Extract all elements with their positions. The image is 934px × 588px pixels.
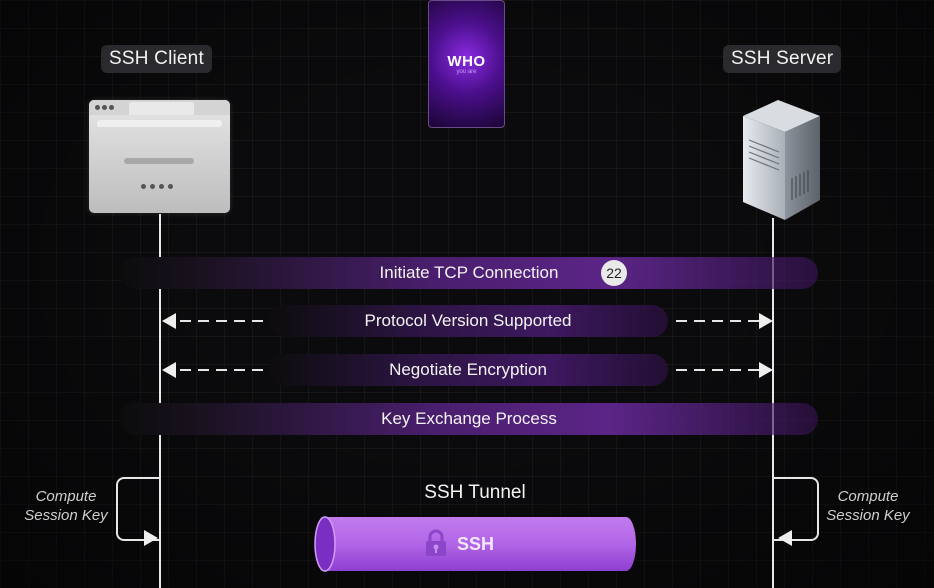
phone-tagline: you are	[456, 69, 477, 75]
note-compute-session-key-left: Compute Session Key	[24, 488, 108, 524]
message-key-exchange-label: Key Exchange Process	[381, 409, 557, 428]
lock-icon	[426, 529, 446, 556]
arrow-left-icon	[778, 530, 792, 546]
browser-input-field	[124, 158, 194, 164]
ssh-tunnel-label: SSH	[456, 534, 494, 554]
arrow-right-icon	[144, 530, 158, 546]
phone-brand: WHO	[447, 53, 486, 70]
ssh-server-label: SSH Server	[723, 45, 842, 73]
arrow-right-icon	[759, 362, 773, 378]
password-dots-icon	[141, 176, 177, 194]
self-loop-right	[774, 477, 819, 541]
arrow-left-icon	[162, 313, 176, 329]
message-negotiate-encryption: Negotiate Encryption	[268, 354, 668, 386]
client-lifeline	[159, 214, 161, 588]
self-loop-left	[116, 477, 161, 541]
note-compute-session-key-right: Compute Session Key	[826, 488, 910, 524]
phone-logo: WHO you are	[428, 0, 505, 128]
dashed-line	[180, 369, 264, 371]
ssh-client-label: SSH Client	[101, 45, 212, 73]
dashed-line	[676, 369, 760, 371]
arrow-right-icon	[759, 313, 773, 329]
tunnel-cylinder	[314, 516, 636, 572]
browser-window-icon	[89, 100, 230, 213]
port-badge: 22	[601, 260, 627, 286]
ssh-tunnel: SSH	[313, 515, 638, 573]
arrow-left-icon	[162, 362, 176, 378]
browser-url-bar	[97, 120, 222, 127]
message-initiate-tcp-label: Initiate TCP Connection	[379, 263, 559, 282]
message-initiate-tcp: Initiate TCP Connection	[120, 257, 818, 289]
browser-topbar	[89, 100, 230, 115]
message-protocol-version-label: Protocol Version Supported	[364, 311, 572, 330]
message-negotiate-encryption-label: Negotiate Encryption	[389, 360, 547, 379]
ssh-tunnel-title: SSH Tunnel	[424, 482, 526, 503]
dashed-line	[676, 320, 760, 322]
dashed-line	[180, 320, 264, 322]
message-protocol-version: Protocol Version Supported	[268, 305, 668, 337]
message-key-exchange: Key Exchange Process	[120, 403, 818, 435]
server-tower-icon	[743, 100, 820, 220]
